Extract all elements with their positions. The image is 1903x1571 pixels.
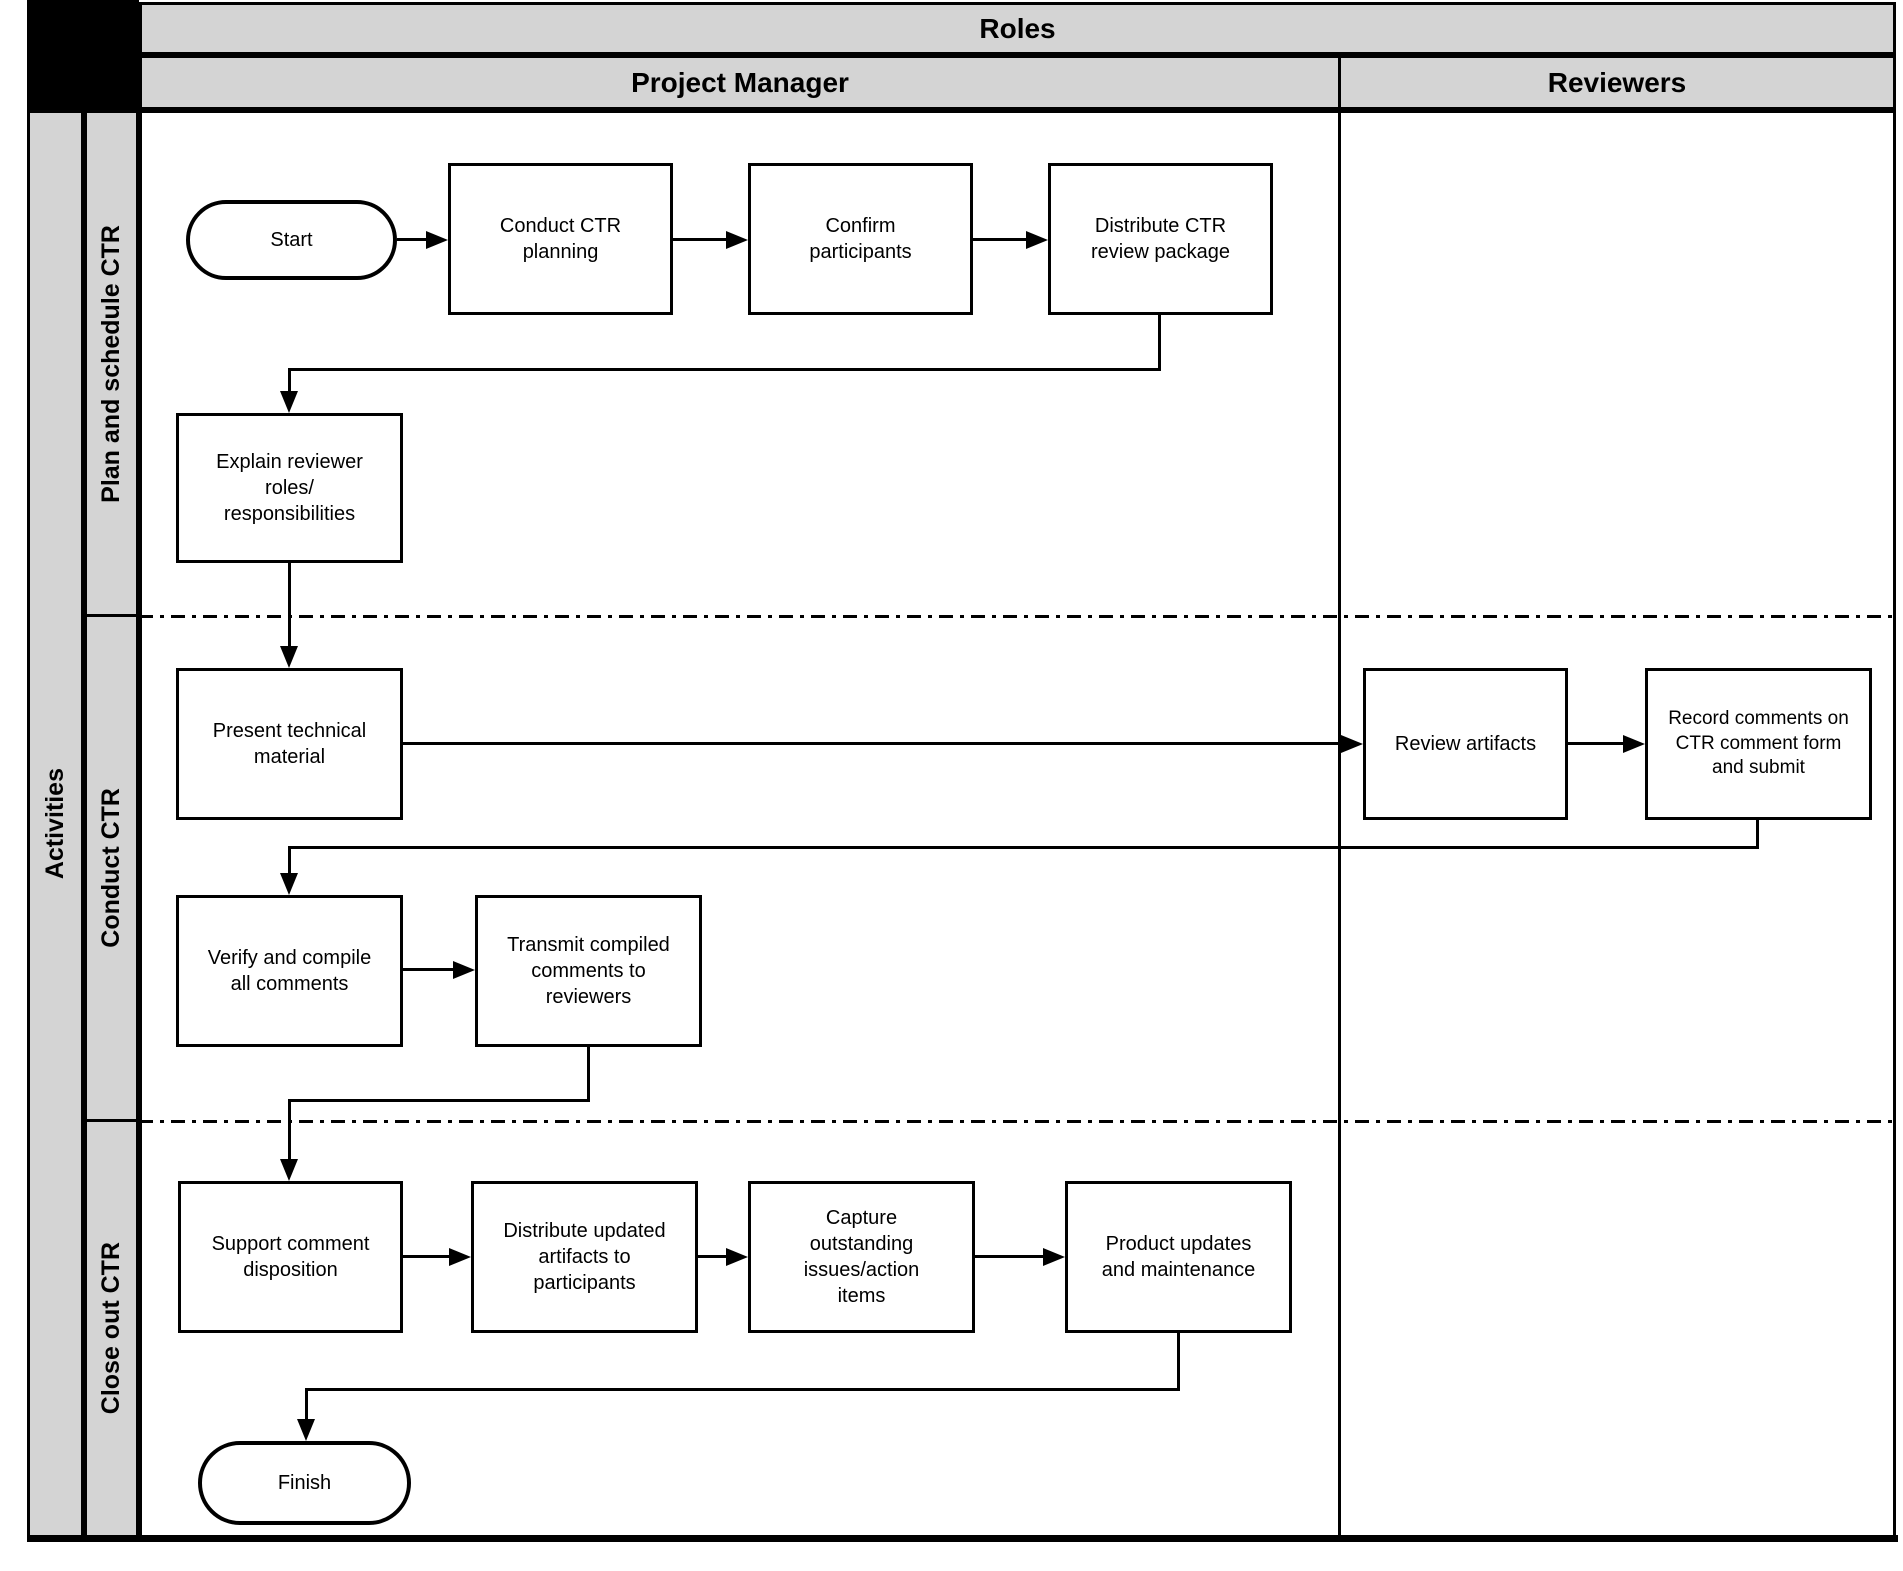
step-transmit-compiled-comments: Transmit compiled comments to reviewers xyxy=(475,895,702,1047)
step-label: Conduct CTR planning xyxy=(499,215,622,263)
step-explain-reviewer-roles: Explain reviewer roles/ responsibilities xyxy=(176,413,403,563)
arrowhead xyxy=(726,231,748,249)
chart-area xyxy=(139,110,1896,1538)
step-label: Distribute CTR review package xyxy=(1091,215,1230,263)
arrowhead xyxy=(1043,1248,1065,1266)
connector-verify-to-transmit xyxy=(403,968,455,971)
lane-divider-1 xyxy=(139,615,1896,618)
start-terminator: Start xyxy=(186,200,397,280)
outer-bottom-border xyxy=(27,1535,1898,1542)
step-record-comments: Record comments on CTR comment form and … xyxy=(1645,668,1872,820)
reviewers-label: Reviewers xyxy=(1547,66,1687,98)
header-roles: Roles xyxy=(139,2,1896,55)
step-label: Confirm participants xyxy=(809,215,912,263)
step-label: Support comment disposition xyxy=(211,1233,370,1281)
arrowhead xyxy=(297,1419,315,1441)
activities-label: Activities xyxy=(41,768,69,880)
lane-label-conduct-ctr: Conduct CTR xyxy=(84,614,139,1122)
lane1-label: Plan and schedule CTR xyxy=(97,224,125,503)
connector-distribute-to-explain xyxy=(1158,315,1161,371)
step-support-comment-disposition: Support comment disposition xyxy=(178,1181,403,1333)
corner-block xyxy=(27,0,139,110)
connector-record-to-verify xyxy=(288,846,1759,849)
connector-record-to-verify xyxy=(1756,820,1759,849)
column-divider xyxy=(1338,110,1341,1538)
connector-distribute-to-explain xyxy=(288,368,291,393)
arrowhead xyxy=(726,1248,748,1266)
connector-capture-to-product xyxy=(975,1255,1045,1258)
arrowhead xyxy=(280,873,298,895)
step-conduct-ctr-planning: Conduct CTR planning xyxy=(448,163,673,315)
header-roles-label: Roles xyxy=(979,12,1056,44)
connector-planning-to-confirm xyxy=(673,238,728,241)
step-verify-and-compile-comments: Verify and compile all comments xyxy=(176,895,403,1047)
arrowhead xyxy=(280,646,298,668)
step-label: Capture outstanding issues/action items xyxy=(803,1207,920,1307)
connector-product-to-finish xyxy=(305,1388,308,1421)
project-manager-label: Project Manager xyxy=(631,66,849,98)
finish-terminator: Finish xyxy=(198,1441,411,1525)
connector-distribute-to-explain xyxy=(288,368,1161,371)
connector-product-to-finish xyxy=(1177,1333,1180,1391)
connector-transmit-to-support xyxy=(587,1047,590,1102)
step-label: Verify and compile all comments xyxy=(207,947,372,995)
step-label: Explain reviewer roles/ responsibilities xyxy=(216,451,363,525)
step-distribute-ctr-review-package: Distribute CTR review package xyxy=(1048,163,1273,315)
step-confirm-participants: Confirm participants xyxy=(748,163,973,315)
connector-distribute-to-capture xyxy=(698,1255,728,1258)
arrowhead xyxy=(280,391,298,413)
connector-transmit-to-support xyxy=(288,1099,291,1161)
arrowhead xyxy=(280,1159,298,1181)
connector-transmit-to-support xyxy=(288,1099,590,1102)
step-present-technical-material: Present technical material xyxy=(176,668,403,820)
header-column-reviewers: Reviewers xyxy=(1338,55,1896,110)
connector-product-to-finish xyxy=(305,1388,1180,1391)
connector-confirm-to-distribute xyxy=(973,238,1028,241)
step-label: Review artifacts xyxy=(1394,733,1537,755)
step-review-artifacts: Review artifacts xyxy=(1363,668,1568,820)
lane-label-plan-and-schedule-ctr: Plan and schedule CTR xyxy=(84,110,139,617)
arrowhead xyxy=(426,231,448,249)
header-column-project-manager: Project Manager xyxy=(139,55,1341,110)
arrowhead xyxy=(1026,231,1048,249)
arrowhead xyxy=(449,1248,471,1266)
lane-divider-2 xyxy=(139,1120,1896,1123)
lane-label-close-out-ctr: Close out CTR xyxy=(84,1119,139,1538)
step-product-updates-maintenance: Product updates and maintenance xyxy=(1065,1181,1292,1333)
step-label: Distribute updated artifacts to particip… xyxy=(503,1220,666,1294)
arrowhead xyxy=(1623,735,1645,753)
connector-start-to-planning xyxy=(397,238,429,241)
step-label: Record comments on CTR comment form and … xyxy=(1668,707,1849,779)
step-capture-outstanding-issues: Capture outstanding issues/action items xyxy=(748,1181,975,1333)
lane2-label: Conduct CTR xyxy=(97,788,125,948)
lane3-label: Close out CTR xyxy=(97,1242,125,1415)
start-label: Start xyxy=(270,229,313,251)
connector-record-to-verify xyxy=(288,846,291,875)
connector-support-to-distribute xyxy=(403,1255,451,1258)
step-distribute-updated-artifacts: Distribute updated artifacts to particip… xyxy=(471,1181,698,1333)
step-label: Product updates and maintenance xyxy=(1101,1233,1256,1281)
step-label: Present technical material xyxy=(212,720,367,768)
connector-explain-to-present xyxy=(288,563,291,648)
activities-band: Activities xyxy=(27,110,84,1538)
step-label: Transmit compiled comments to reviewers xyxy=(507,934,670,1008)
arrowhead xyxy=(453,961,475,979)
connector-present-to-review xyxy=(403,742,1343,745)
arrowhead xyxy=(1341,735,1363,753)
connector-review-to-record xyxy=(1568,742,1625,745)
finish-label: Finish xyxy=(277,1472,332,1494)
